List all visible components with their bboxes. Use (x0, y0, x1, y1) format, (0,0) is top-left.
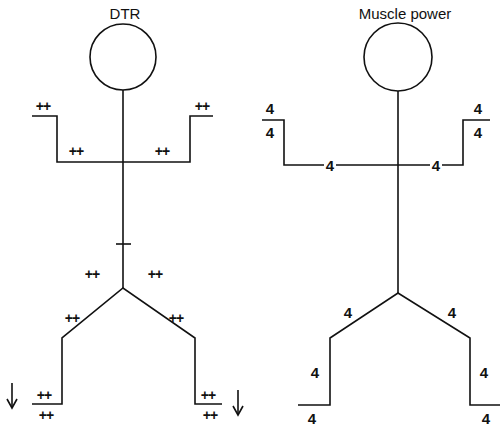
reflex-grade: ++ (37, 388, 51, 402)
reflex-grade: ++ (203, 408, 217, 422)
power-grade: 4 (472, 101, 484, 116)
power-grade: 4 (446, 305, 458, 320)
reflex-grade: ++ (85, 267, 99, 281)
figure-heading: Muscle power (359, 6, 452, 21)
power-grade: 4 (430, 158, 442, 173)
reflex-grade: ++ (39, 408, 53, 422)
reflex-grade: ++ (155, 144, 169, 158)
power-grade: 4 (264, 101, 276, 116)
figure-heading: DTR (110, 6, 141, 21)
reflex-grade: ++ (65, 311, 79, 325)
reflex-grade: ++ (148, 267, 162, 281)
reflex-grade: ++ (36, 99, 50, 113)
reflex-grade: ++ (195, 99, 209, 113)
power-grade: 4 (324, 158, 336, 173)
reflex-grade: ++ (201, 388, 215, 402)
power-grade: 4 (478, 365, 490, 380)
power-grade: 4 (472, 125, 484, 140)
reflex-grade: ++ (169, 311, 183, 325)
reflex-grade: ++ (69, 144, 83, 158)
power-grade: 4 (264, 125, 276, 140)
power-grade: 4 (309, 365, 321, 380)
power-grade: 4 (306, 411, 318, 426)
power-grade: 4 (480, 411, 492, 426)
power-grade: 4 (342, 305, 354, 320)
